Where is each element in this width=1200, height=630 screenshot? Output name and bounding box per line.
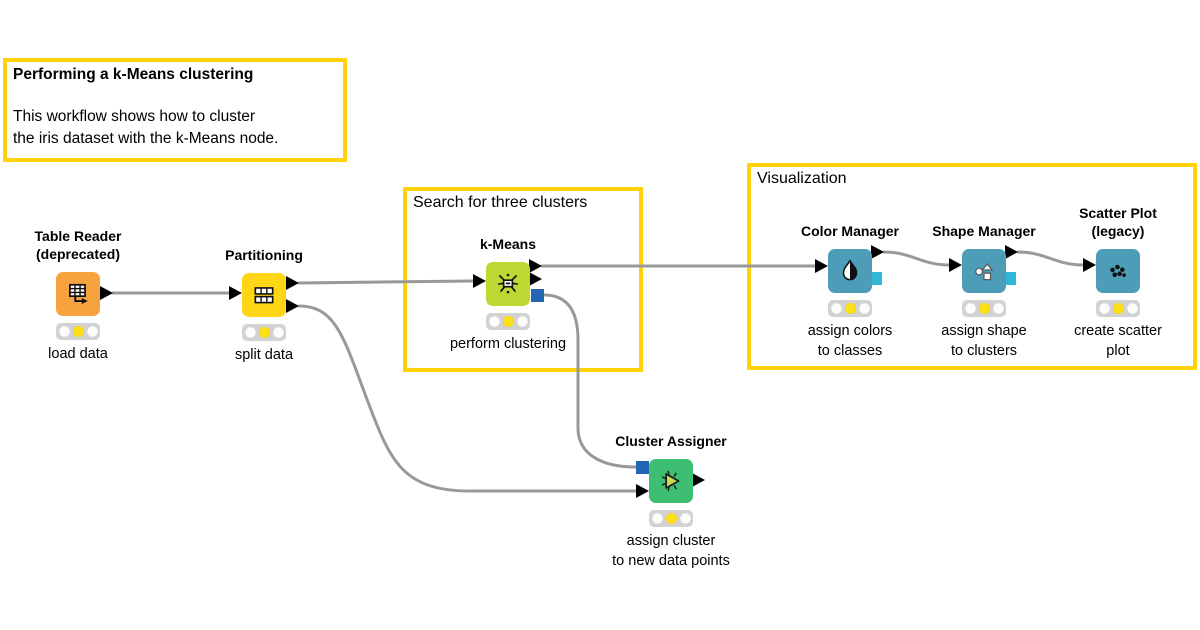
annotation-note-title: Performing a k-Means clustering — [13, 66, 254, 83]
cluster-assigner-in-port[interactable] — [636, 484, 649, 498]
partitioning-out-port-2[interactable] — [286, 299, 299, 313]
traffic-yellow — [502, 316, 514, 327]
traffic-red — [1098, 303, 1110, 314]
annotation-note-body-line1: This workflow shows how to cluster — [13, 108, 256, 125]
kmeans-model-out-port[interactable] — [531, 289, 544, 302]
traffic-red — [830, 303, 842, 314]
shape-manager-icon[interactable] — [962, 249, 1006, 293]
annotation-note-body-line2: the iris dataset with the k-Means node. — [13, 130, 279, 147]
table-reader-out-port[interactable] — [100, 286, 113, 300]
traffic-green — [858, 303, 870, 314]
node-title: Cluster Assigner — [615, 433, 727, 449]
traffic-yellow — [258, 327, 270, 338]
traffic-green — [272, 327, 284, 338]
node-title: Partitioning — [225, 247, 303, 263]
node-comment: load data — [48, 346, 108, 362]
color-manager-out-port[interactable] — [871, 245, 884, 259]
shape-manager-model-out-port[interactable] — [1003, 272, 1016, 285]
partition-icon — [254, 287, 274, 304]
annotation-search-box-title: Search for three clusters — [413, 194, 588, 211]
traffic-yellow — [844, 303, 856, 314]
table-icon — [69, 283, 88, 304]
kmeans-out-port-1[interactable] — [529, 259, 542, 273]
k-means-icon[interactable] — [486, 262, 530, 306]
partitioning-icon[interactable] — [242, 273, 286, 317]
wire-partitioning-to-kmeans[interactable] — [297, 279, 475, 285]
node-title: Table Reader(deprecated) — [34, 228, 122, 262]
node-table-reader[interactable]: Table Reader(deprecated) load data — [35, 228, 122, 362]
node-status-traffic-light — [828, 300, 872, 317]
node-title: k-Means — [479, 236, 537, 252]
traffic-red — [58, 326, 70, 337]
node-status-traffic-light — [486, 313, 530, 330]
wire-kmeans-model-to-cluster-assigner[interactable] — [542, 293, 638, 469]
annotation-viz-box-title: Visualization — [757, 170, 847, 187]
node-status-traffic-light — [56, 323, 100, 340]
shape-manager-out-port[interactable] — [1005, 245, 1018, 259]
cluster-assigner-icon[interactable] — [649, 459, 693, 503]
traffic-yellow — [978, 303, 990, 314]
assigner-icon — [661, 470, 680, 492]
traffic-yellow — [1112, 303, 1124, 314]
traffic-green — [86, 326, 98, 337]
node-status-traffic-light — [1096, 300, 1140, 317]
wire-shape-manager-to-scatter-plot[interactable] — [1016, 250, 1085, 267]
annotation-note[interactable]: Performing a k-Means clustering This wor… — [3, 58, 347, 162]
cluster-assigner-out-port[interactable] — [692, 473, 705, 487]
node-k-means[interactable]: k-Means perform clustering — [450, 236, 566, 352]
node-status-traffic-light — [242, 324, 286, 341]
traffic-red — [651, 513, 663, 524]
kmeans-out-port-2[interactable] — [529, 272, 542, 286]
traffic-green — [516, 316, 528, 327]
traffic-red — [964, 303, 976, 314]
scatter-icon — [1110, 264, 1126, 278]
traffic-red — [488, 316, 500, 327]
cluster-assigner-model-in-port[interactable] — [636, 461, 649, 474]
scatter-plot-icon[interactable] — [1096, 249, 1140, 293]
shapes-icon — [975, 263, 994, 281]
kmeans-in-port[interactable] — [473, 274, 486, 288]
node-partitioning[interactable]: Partitioning split data — [225, 247, 303, 363]
shape-manager-in-port[interactable] — [949, 258, 962, 272]
partitioning-out-port-1[interactable] — [286, 276, 299, 290]
node-title: Color Manager — [800, 223, 899, 239]
color-manager-in-port[interactable] — [815, 259, 828, 273]
node-comment: perform clustering — [449, 336, 567, 352]
wire-partitioning-to-cluster-assigner[interactable] — [297, 304, 638, 493]
scatter-plot-in-port[interactable] — [1083, 258, 1096, 272]
traffic-green — [1126, 303, 1138, 314]
traffic-green — [992, 303, 1004, 314]
table-reader-icon[interactable] — [56, 272, 100, 316]
color-manager-icon[interactable] — [828, 249, 872, 293]
node-title: Scatter Plot(legacy) — [1079, 205, 1157, 239]
annotation-note-body: This workflow shows how to cluster the i… — [7, 84, 343, 150]
node-status-traffic-light — [649, 510, 693, 527]
node-status-traffic-light — [962, 300, 1006, 317]
node-title: Shape Manager — [932, 223, 1036, 239]
traffic-yellow — [72, 326, 84, 337]
wire-color-manager-to-shape-manager[interactable] — [882, 250, 951, 267]
partitioning-in-port[interactable] — [229, 286, 242, 300]
cluster-icon — [497, 273, 519, 294]
traffic-green — [679, 513, 691, 524]
traffic-red — [244, 327, 256, 338]
traffic-yellow — [665, 513, 677, 524]
annotation-search-box[interactable]: Search for three clusters — [403, 187, 643, 372]
color-manager-model-out-port[interactable] — [869, 272, 882, 285]
node-comment: split data — [234, 347, 294, 363]
color-drop-icon — [842, 259, 858, 281]
